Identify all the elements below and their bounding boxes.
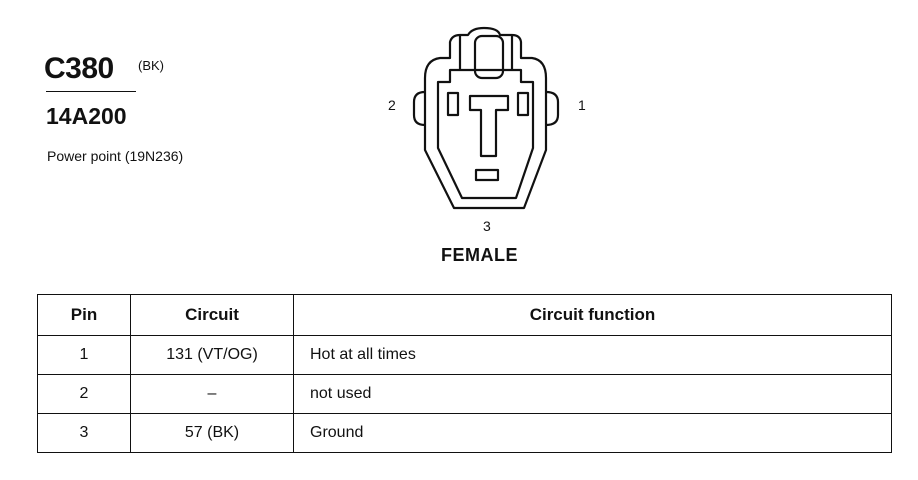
cell-pin: 1	[37, 335, 131, 375]
header-pin: Pin	[37, 294, 131, 336]
header-circuit: Circuit	[130, 294, 294, 336]
cell-pin: 3	[37, 413, 131, 453]
pin-3-label: 3	[483, 218, 491, 234]
connector-description: Power point (19N236)	[47, 148, 184, 164]
title-divider	[46, 91, 136, 92]
connector-gender-label: FEMALE	[441, 245, 518, 265]
table-header-row: Pin Circuit Circuit function	[37, 294, 892, 336]
table-row: 3 57 (BK) Ground	[37, 413, 892, 453]
pinout-table: Pin Circuit Circuit function 1 131 (VT/O…	[37, 294, 892, 453]
pin-2-label: 2	[388, 97, 396, 113]
cell-function: not used	[293, 374, 892, 414]
cell-circuit: 131 (VT/OG)	[130, 335, 294, 375]
cell-circuit: –	[130, 374, 294, 414]
connector-face-drawing	[412, 26, 560, 210]
cell-pin: 2	[37, 374, 131, 414]
pin-1-label: 1	[578, 97, 586, 113]
cell-circuit: 57 (BK)	[130, 413, 294, 453]
part-number: 14A200	[46, 103, 127, 129]
table-row: 1 131 (VT/OG) Hot at all times	[37, 335, 892, 375]
connector-id: C380	[44, 52, 114, 85]
table-row: 2 – not used	[37, 374, 892, 414]
cell-function: Ground	[293, 413, 892, 453]
header-circuit-function: Circuit function	[293, 294, 892, 336]
cell-function: Hot at all times	[293, 335, 892, 375]
connector-color-code: (BK)	[138, 58, 164, 73]
